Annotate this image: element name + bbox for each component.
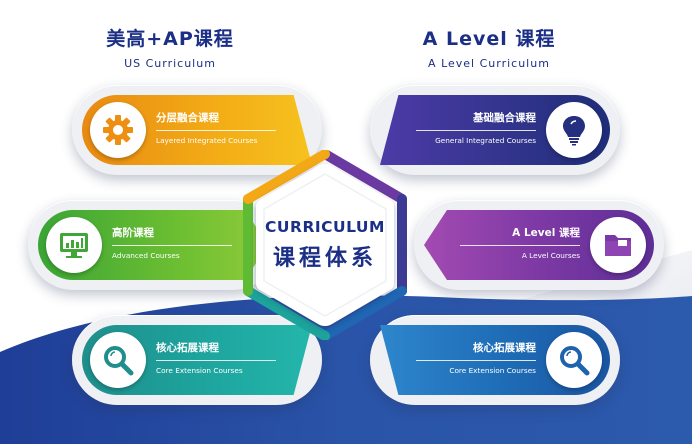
alevel-curriculum-heading: A Level 课程 A Level Curriculum (418, 24, 560, 70)
divider (112, 245, 232, 246)
card-pill: A Level 课程 A Level Courses (424, 210, 654, 280)
us-curriculum-title: 美高+AP课程 (106, 28, 234, 50)
card-subtitle: Core Extension Courses (449, 366, 536, 375)
icon-circle (590, 217, 646, 273)
us-curriculum-subtitle: US Curriculum (124, 57, 216, 70)
card-pill: 核心拓展课程 Core Extension Courses (380, 325, 610, 395)
folder-icon (605, 235, 631, 256)
magnifier-icon (104, 346, 134, 376)
icon-circle (546, 332, 602, 388)
center-hexagon (243, 150, 407, 340)
card-pill: 基础融合课程 General Integrated Courses (380, 95, 610, 165)
card-text: 基础融合课程 General Integrated Courses (416, 111, 536, 146)
card-subtitle: Core Extension Courses (156, 366, 243, 375)
card-pill: 核心拓展课程 Core Extension Courses (82, 325, 312, 395)
card-layered-integrated: 分层融合课程 Layered Integrated Courses (72, 85, 322, 175)
card-pill: 高阶课程 Advanced Courses (38, 210, 268, 280)
divider (416, 360, 536, 361)
card-pill: 分层融合课程 Layered Integrated Courses (82, 95, 312, 165)
card-general-integrated: 基础融合课程 General Integrated Courses (370, 85, 620, 175)
card-core-extension-us: 核心拓展课程 Core Extension Courses (72, 315, 322, 405)
icon-circle (90, 102, 146, 158)
card-alevel-courses: A Level 课程 A Level Courses (414, 200, 664, 290)
card-title: A Level 课程 (512, 227, 580, 239)
alevel-curriculum-title: A Level 课程 (422, 28, 556, 50)
card-subtitle: General Integrated Courses (435, 136, 536, 145)
center-title-en: CURRICULUM (265, 218, 385, 236)
card-title: 核心拓展课程 (473, 342, 536, 354)
icon-circle (90, 332, 146, 388)
divider (416, 130, 536, 131)
center-label: CURRICULUM 课程体系 (250, 218, 400, 272)
divider (156, 360, 276, 361)
center-title-cn: 课程体系 (272, 246, 377, 271)
card-title: 基础融合课程 (473, 112, 536, 124)
card-advanced: 高阶课程 Advanced Courses (28, 200, 278, 290)
us-curriculum-heading: 美高+AP课程 US Curriculum (90, 24, 250, 70)
card-subtitle: Advanced Courses (112, 251, 180, 260)
gear-icon (103, 115, 133, 145)
card-text: 核心拓展课程 Core Extension Courses (416, 341, 536, 376)
icon-circle (546, 102, 602, 158)
card-subtitle: A Level Courses (521, 251, 580, 260)
lightbulb-icon (563, 116, 585, 146)
chart-monitor-icon (60, 233, 88, 258)
divider (156, 130, 276, 131)
divider (460, 245, 580, 246)
card-text: A Level 课程 A Level Courses (460, 226, 580, 261)
card-title: 分层融合课程 (156, 112, 219, 124)
card-core-extension-alevel: 核心拓展课程 Core Extension Courses (370, 315, 620, 405)
card-text: 分层融合课程 Layered Integrated Courses (156, 111, 276, 146)
card-text: 核心拓展课程 Core Extension Courses (156, 341, 276, 376)
magnifier-icon (560, 346, 590, 376)
card-subtitle: Layered Integrated Courses (156, 136, 258, 145)
card-title: 高阶课程 (112, 227, 154, 239)
alevel-curriculum-subtitle: A Level Curriculum (428, 57, 550, 70)
card-title: 核心拓展课程 (156, 342, 219, 354)
card-text: 高阶课程 Advanced Courses (112, 226, 232, 261)
icon-circle (46, 217, 102, 273)
